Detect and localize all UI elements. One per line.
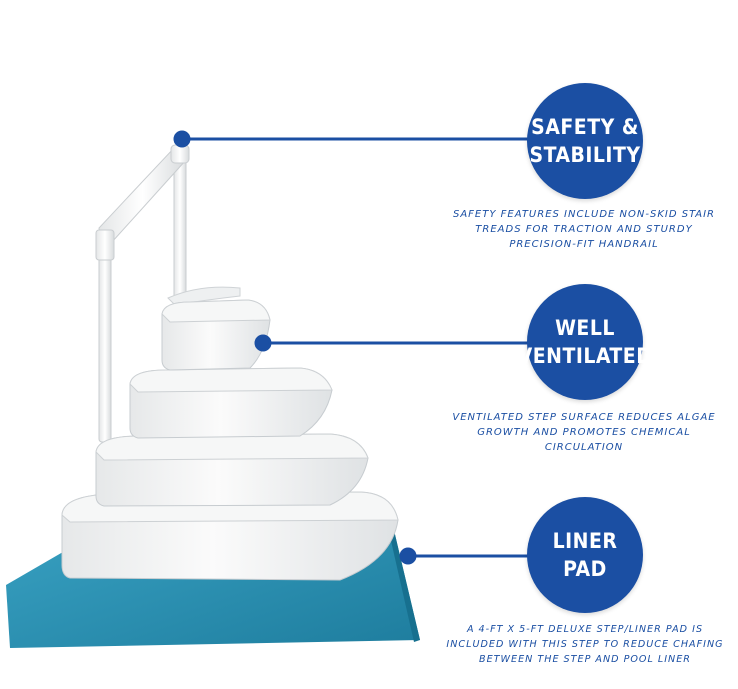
description-line: VENTILATED STEP SURFACE REDUCES ALGAE [452, 412, 716, 423]
connector-dot-safety [173, 130, 191, 148]
description-line: BETWEEN THE STEP AND POOL LINER [479, 654, 691, 665]
feature-badge-ventilated: WELL VENTILATED [518, 284, 652, 400]
feature-title-line: WELL [555, 316, 615, 340]
connector-dot-liner [399, 547, 417, 565]
description-line: INCLUDED WITH THIS STEP TO REDUCE CHAFIN… [446, 639, 724, 650]
description-line: TREADS FOR TRACTION AND STURDY [475, 224, 693, 235]
description-line: PRECISION-FIT HANDRAIL [509, 239, 659, 250]
feature-description-liner-pad: A 4-FT X 5-FT DELUXE STEP/LINER PAD IS I… [432, 622, 738, 667]
feature-title-line: VENTILATED [517, 344, 653, 368]
description-line: CIRCULATION [544, 442, 624, 453]
description-line: A 4-FT X 5-FT DELUXE STEP/LINER PAD IS [466, 624, 704, 635]
callout-connectors [173, 130, 528, 565]
feature-badge-safety: SAFETY & STABILITY [527, 83, 643, 199]
feature-title-line: PAD [563, 557, 607, 581]
feature-title-line: STABILITY [529, 143, 641, 167]
feature-title-line: LINER [552, 529, 618, 553]
feature-badge-liner-pad: LINER PAD [527, 497, 643, 613]
feature-description-ventilated: VENTILATED STEP SURFACE REDUCES ALGAE GR… [430, 410, 738, 455]
handrail [95, 144, 190, 443]
description-line: GROWTH AND PROMOTES CHEMICAL [477, 427, 691, 438]
connector-dot-ventilated [254, 334, 272, 352]
feature-title-line: SAFETY & [531, 115, 639, 139]
description-line: SAFETY FEATURES INCLUDE NON-SKID STAIR [452, 209, 715, 220]
feature-description-safety: SAFETY FEATURES INCLUDE NON-SKID STAIR T… [430, 207, 738, 252]
